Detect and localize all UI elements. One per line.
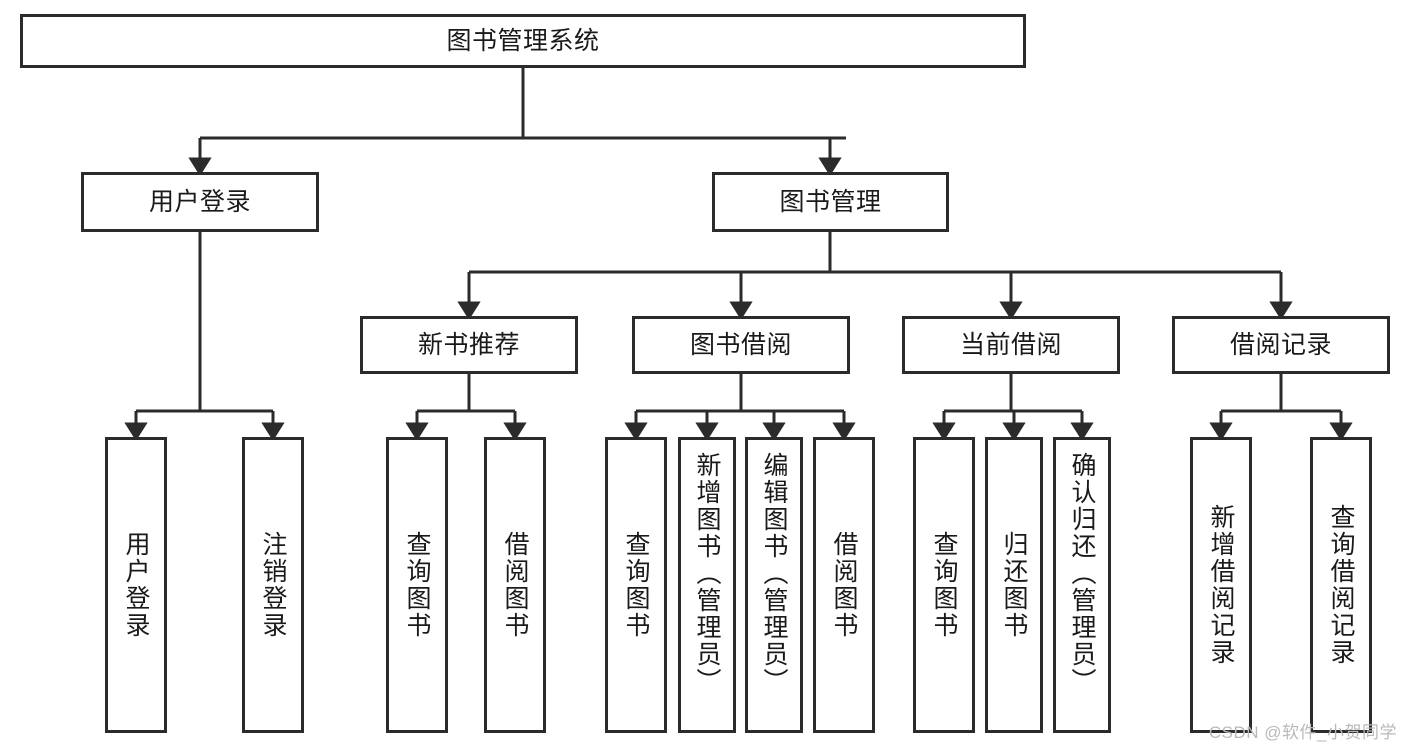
node-label: 归还图书 — [1000, 531, 1028, 639]
node-leaf-8[interactable]: 借阅图书 — [813, 437, 875, 733]
node-record[interactable]: 借阅记录 — [1172, 316, 1390, 374]
csdn-watermark: CSDN @软件_小贺同学 — [1208, 723, 1397, 742]
node-label: 当前借阅 — [959, 331, 1062, 359]
node-leaf-11[interactable]: 确认归还（管理员） — [1053, 437, 1111, 733]
node-leaf-12[interactable]: 新增借阅记录 — [1190, 437, 1252, 733]
node-current[interactable]: 当前借阅 — [902, 316, 1120, 374]
node-label: 注销登录 — [259, 531, 287, 639]
node-label: 确认归还（管理员） — [1068, 452, 1096, 695]
node-leaf-10[interactable]: 归还图书 — [985, 437, 1043, 733]
node-leaf-1[interactable]: 用户登录 — [105, 437, 167, 733]
node-label: 查询图书 — [930, 531, 958, 639]
node-leaf-3[interactable]: 查询图书 — [386, 437, 448, 733]
node-newbook[interactable]: 新书推荐 — [360, 316, 578, 374]
node-leaf-6[interactable]: 新增图书（管理员） — [678, 437, 736, 733]
node-label: 新增借阅记录 — [1207, 504, 1235, 666]
node-label: 用户登录 — [148, 188, 251, 216]
node-root[interactable]: 图书管理系统 — [20, 14, 1026, 68]
node-borrow[interactable]: 图书借阅 — [632, 316, 850, 374]
node-label: 图书管理 — [779, 188, 882, 216]
node-label: 编辑图书（管理员） — [760, 452, 788, 695]
node-leaf-5[interactable]: 查询图书 — [605, 437, 667, 733]
node-label: 借阅记录 — [1229, 331, 1332, 359]
node-label: 图书借阅 — [689, 331, 792, 359]
node-login[interactable]: 用户登录 — [81, 172, 319, 232]
node-label: 查询图书 — [622, 531, 650, 639]
node-label: 用户登录 — [122, 531, 150, 639]
node-leaf-9[interactable]: 查询图书 — [913, 437, 975, 733]
node-leaf-4[interactable]: 借阅图书 — [484, 437, 546, 733]
node-label: 图书管理系统 — [446, 27, 600, 55]
node-leaf-2[interactable]: 注销登录 — [242, 437, 304, 733]
node-label: 新增图书（管理员） — [693, 452, 721, 695]
node-bookmgmt[interactable]: 图书管理 — [712, 172, 949, 232]
node-leaf-13[interactable]: 查询借阅记录 — [1310, 437, 1372, 733]
node-label: 查询图书 — [403, 531, 431, 639]
node-label: 借阅图书 — [830, 531, 858, 639]
node-label: 新书推荐 — [417, 331, 520, 359]
node-label: 借阅图书 — [501, 531, 529, 639]
node-leaf-7[interactable]: 编辑图书（管理员） — [745, 437, 803, 733]
node-label: 查询借阅记录 — [1327, 504, 1355, 666]
